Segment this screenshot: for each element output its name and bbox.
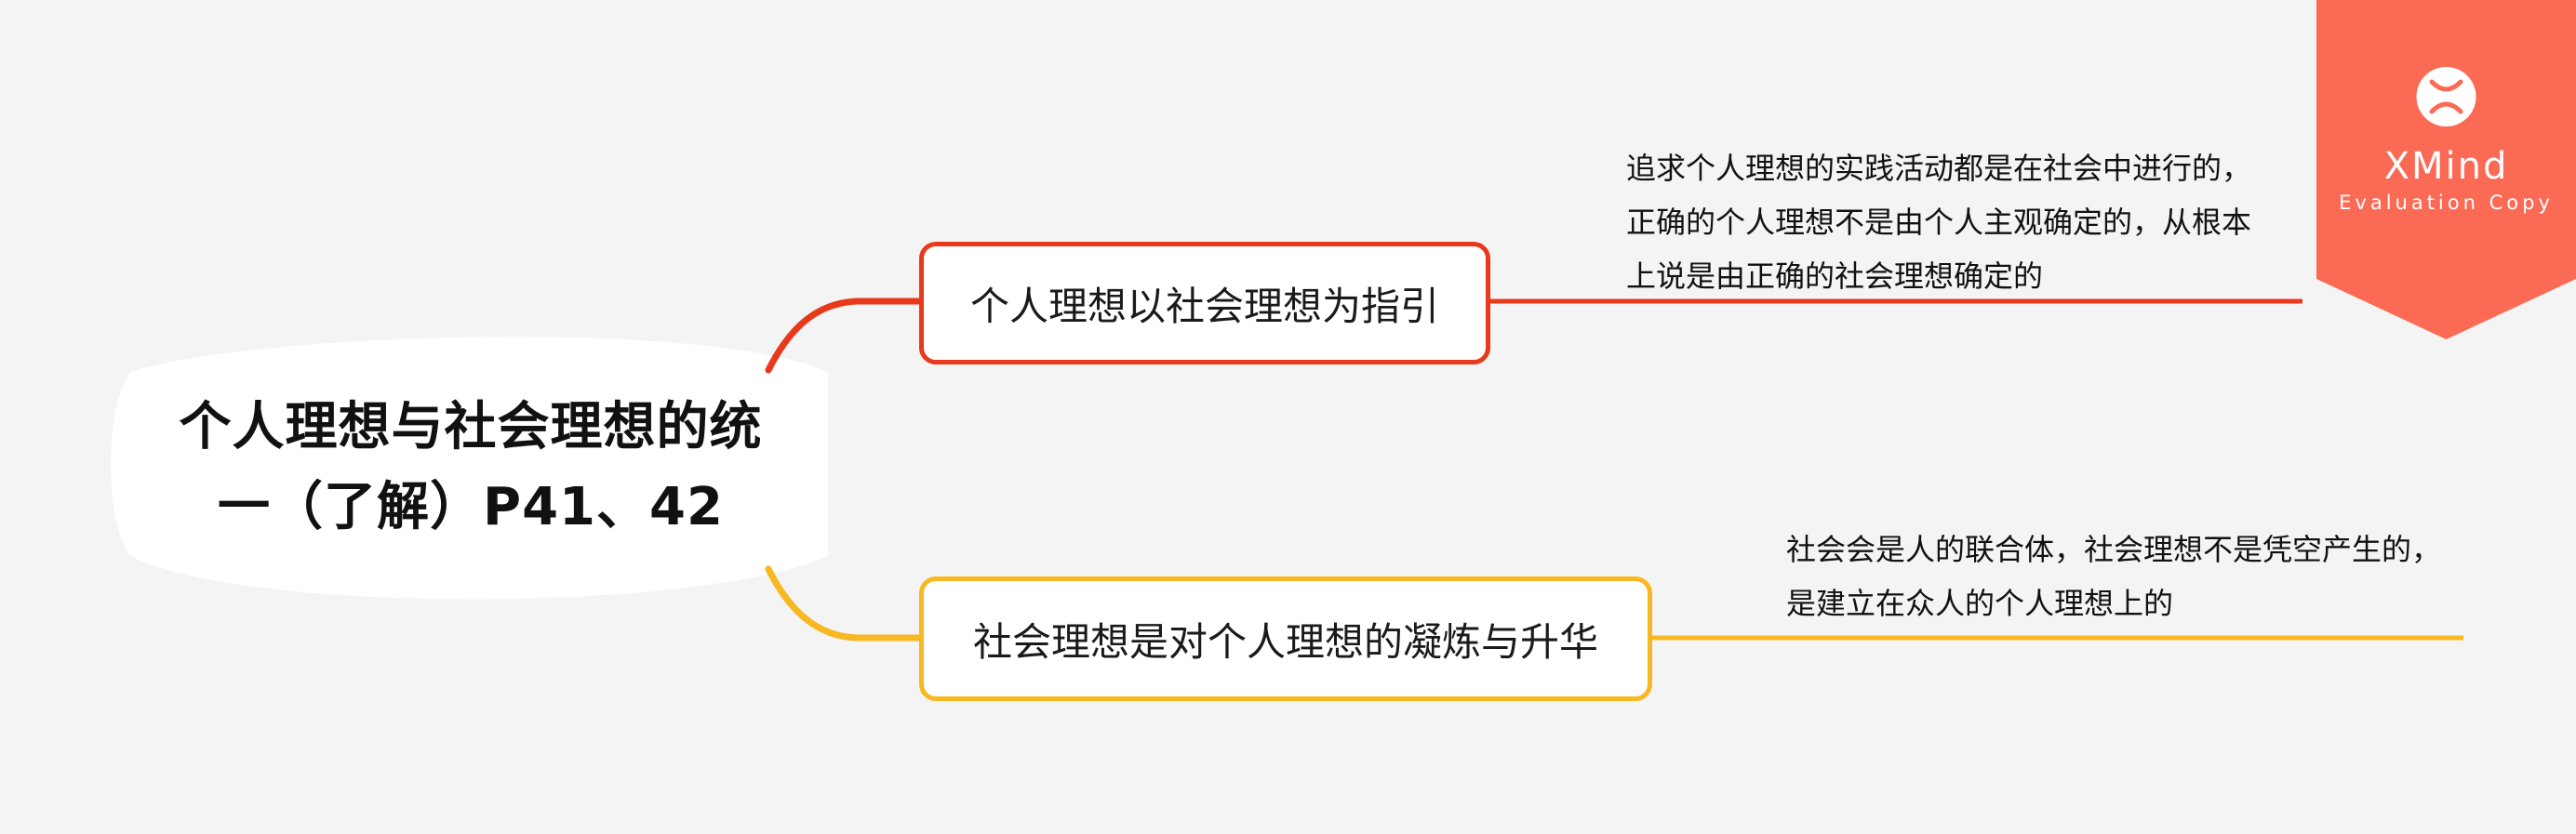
branch-note-personal-ideal[interactable]: 追求个人理想的实践活动都是在社会中进行的， 正确的个人理想不是由个人主观确定的，… — [1626, 141, 2251, 303]
central-topic-line-1: 个人理想与社会理想的统 — [179, 397, 763, 457]
connector-yellow — [765, 565, 923, 642]
branch-topic-personal-ideal[interactable]: 个人理想以社会理想为指引 — [919, 242, 1490, 364]
evaluation-watermark — [2316, 0, 2576, 339]
note-line: 正确的个人理想不是由个人主观确定的，从根本 — [1626, 205, 2252, 240]
xmind-logo-icon — [2416, 67, 2476, 126]
note-line: 追求个人理想的实践活动都是在社会中进行的， — [1626, 151, 2252, 186]
note-line: 上说是由正确的社会理想确定的 — [1626, 258, 2044, 294]
connector-red — [765, 298, 923, 374]
central-topic-shape — [111, 337, 828, 600]
watermark-subtitle: Evaluation Copy — [2339, 192, 2554, 214]
note-line: 是建立在众人的个人理想上的 — [1786, 586, 2174, 621]
central-topic-line-2: 一（了解）P41、42 — [218, 477, 724, 537]
branch-topic-label: 社会理想是对个人理想的凝炼与升华 — [972, 618, 1598, 665]
branch-topic-label: 个人理想以社会理想为指引 — [969, 283, 1439, 329]
central-topic[interactable]: 个人理想与社会理想的统 一（了解）P41、42 — [110, 333, 832, 602]
watermark-brand: XMind — [2383, 145, 2509, 188]
branch-note-social-ideal[interactable]: 社会会是人的联合体，社会理想不是凭空产生的， 是建立在众人的个人理想上的 — [1786, 523, 2441, 630]
note-line: 社会会是人的联合体，社会理想不是凭空产生的， — [1786, 532, 2442, 567]
branch-topic-social-ideal[interactable]: 社会理想是对个人理想的凝炼与升华 — [919, 576, 1652, 701]
